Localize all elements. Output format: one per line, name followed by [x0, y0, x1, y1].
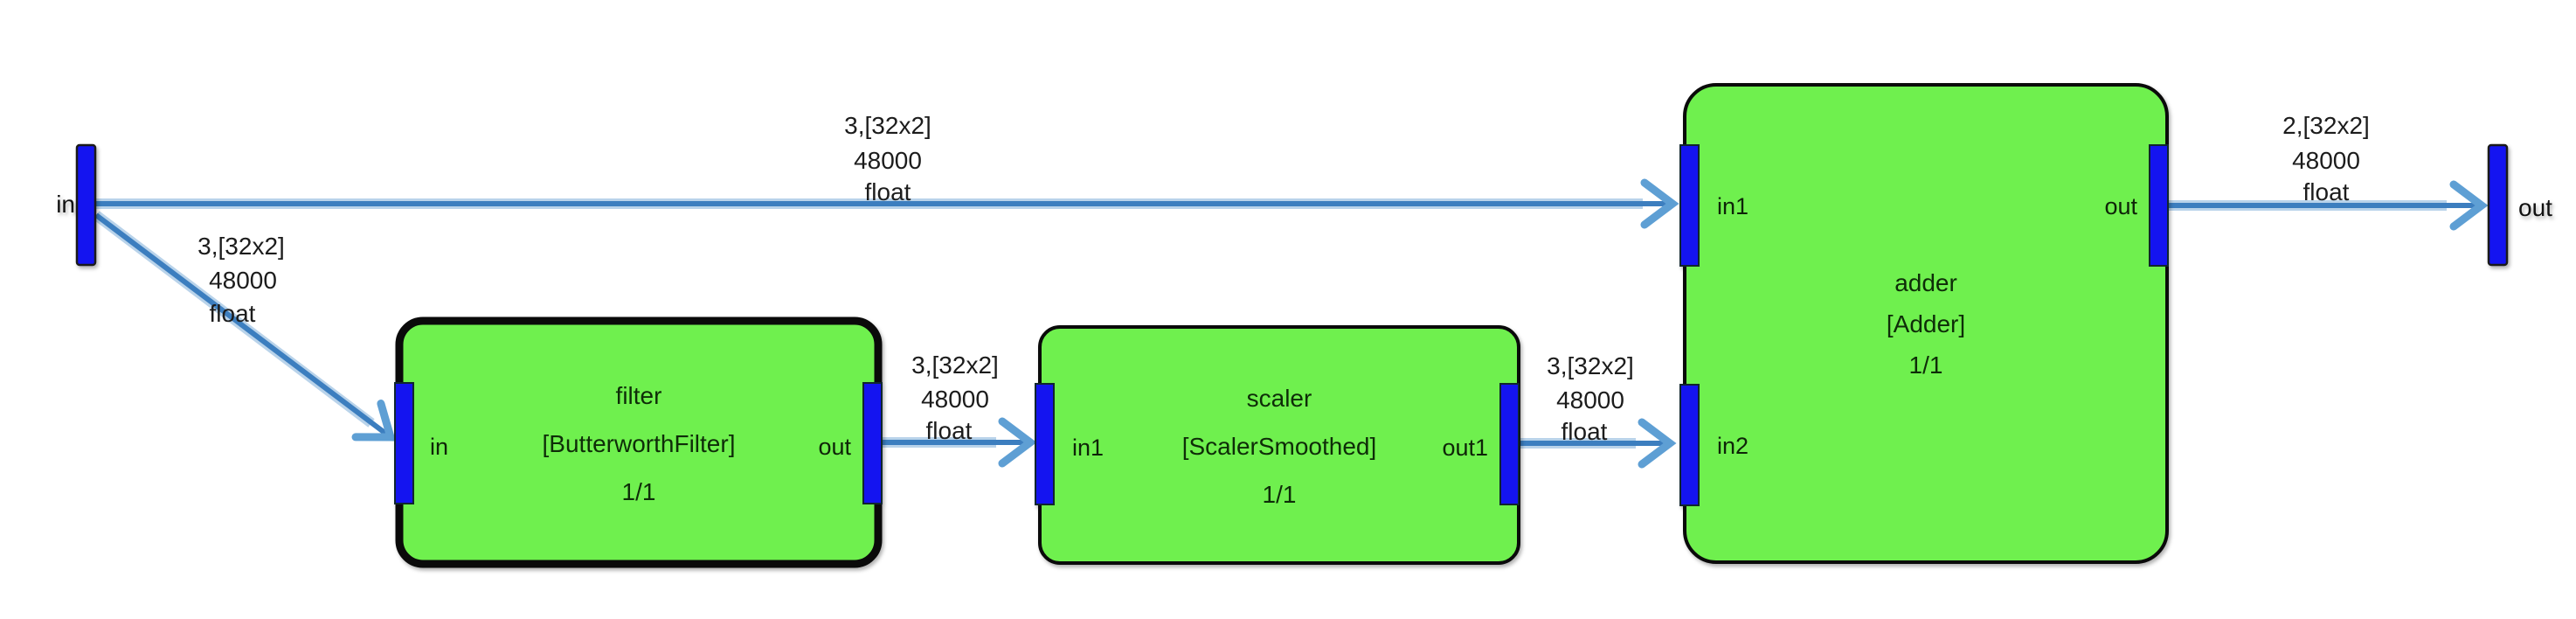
edge-label-line: 3,[32x2]: [1547, 352, 1634, 379]
port-adder-in2-label: in2: [1717, 433, 1748, 459]
block-adder-rate: 1/1: [1909, 351, 1943, 379]
block-scaler-type: [ScalerSmoothed]: [1182, 433, 1377, 460]
edge-label-line: 3,[32x2]: [844, 112, 931, 139]
port-adder-in1-label: in1: [1717, 193, 1748, 219]
edge-label-line: 3,[32x2]: [911, 351, 999, 379]
edge-scaler-to-adder: 3,[32x2] 48000 float: [1519, 352, 1677, 469]
edge-filter-to-scaler: 3,[32x2] 48000 float: [882, 351, 1037, 468]
edge-label-line: 48000: [209, 267, 277, 294]
block-adder[interactable]: in1 in2 out adder [Adder] 1/1: [1679, 83, 2169, 564]
output-terminal[interactable]: out: [2487, 143, 2552, 267]
edge-label-line: 48000: [1556, 386, 1624, 414]
port-filter-out-label: out: [818, 434, 851, 460]
output-terminal-label: out: [2518, 194, 2552, 221]
edge-label-line: 48000: [854, 147, 922, 174]
block-scaler-title: scaler: [1247, 385, 1312, 412]
input-terminal-port[interactable]: [75, 143, 97, 267]
port-adder-out-label: out: [2104, 193, 2137, 219]
edge-source-to-filter: 3,[32x2] 48000 float: [93, 211, 396, 442]
edge-label-line: float: [210, 300, 256, 327]
edge-label-line: float: [1562, 418, 1608, 445]
port-filter-in[interactable]: [394, 382, 414, 504]
edge-label-line: float: [865, 178, 911, 205]
block-filter-rate: 1/1: [622, 478, 656, 505]
port-adder-out[interactable]: [2149, 144, 2169, 267]
port-scaler-in1-label: in1: [1072, 435, 1104, 461]
port-filter-in-label: in: [430, 434, 448, 460]
block-adder-type: [Adder]: [1887, 310, 1965, 337]
port-adder-in2[interactable]: [1679, 384, 1700, 506]
port-scaler-out1-label: out1: [1442, 435, 1488, 461]
edge-label-line: float: [2303, 178, 2350, 205]
edge-label-line: 2,[32x2]: [2282, 112, 2370, 139]
edge-label-line: 3,[32x2]: [197, 233, 285, 260]
block-adder-body[interactable]: [1683, 83, 2169, 564]
block-filter[interactable]: in out filter [ButterworthFilter] 1/1: [394, 316, 883, 568]
edge-source-to-adder: 3,[32x2] 48000 float: [95, 112, 1679, 229]
block-adder-title: adder: [1894, 269, 1957, 296]
input-terminal-label: in: [56, 191, 75, 218]
block-filter-type: [ButterworthFilter]: [543, 430, 736, 457]
edge-label-line: 48000: [921, 386, 989, 413]
block-filter-title: filter: [616, 382, 662, 409]
edge-label-line: float: [926, 417, 973, 444]
edge-adder-to-sink: 2,[32x2] 48000 float: [2168, 112, 2489, 231]
port-adder-in1[interactable]: [1679, 144, 1700, 267]
input-terminal[interactable]: in: [56, 143, 97, 267]
connection-source-to-filter[interactable]: [94, 212, 396, 442]
port-scaler-in1[interactable]: [1035, 383, 1055, 505]
block-scaler[interactable]: in1 out1 scaler [ScalerSmoothed] 1/1: [1035, 325, 1520, 565]
port-filter-out[interactable]: [862, 382, 883, 504]
output-terminal-port[interactable]: [2487, 143, 2509, 267]
block-scaler-rate: 1/1: [1263, 481, 1297, 508]
port-scaler-out1[interactable]: [1499, 383, 1520, 505]
edge-label-line: 48000: [2292, 147, 2360, 174]
